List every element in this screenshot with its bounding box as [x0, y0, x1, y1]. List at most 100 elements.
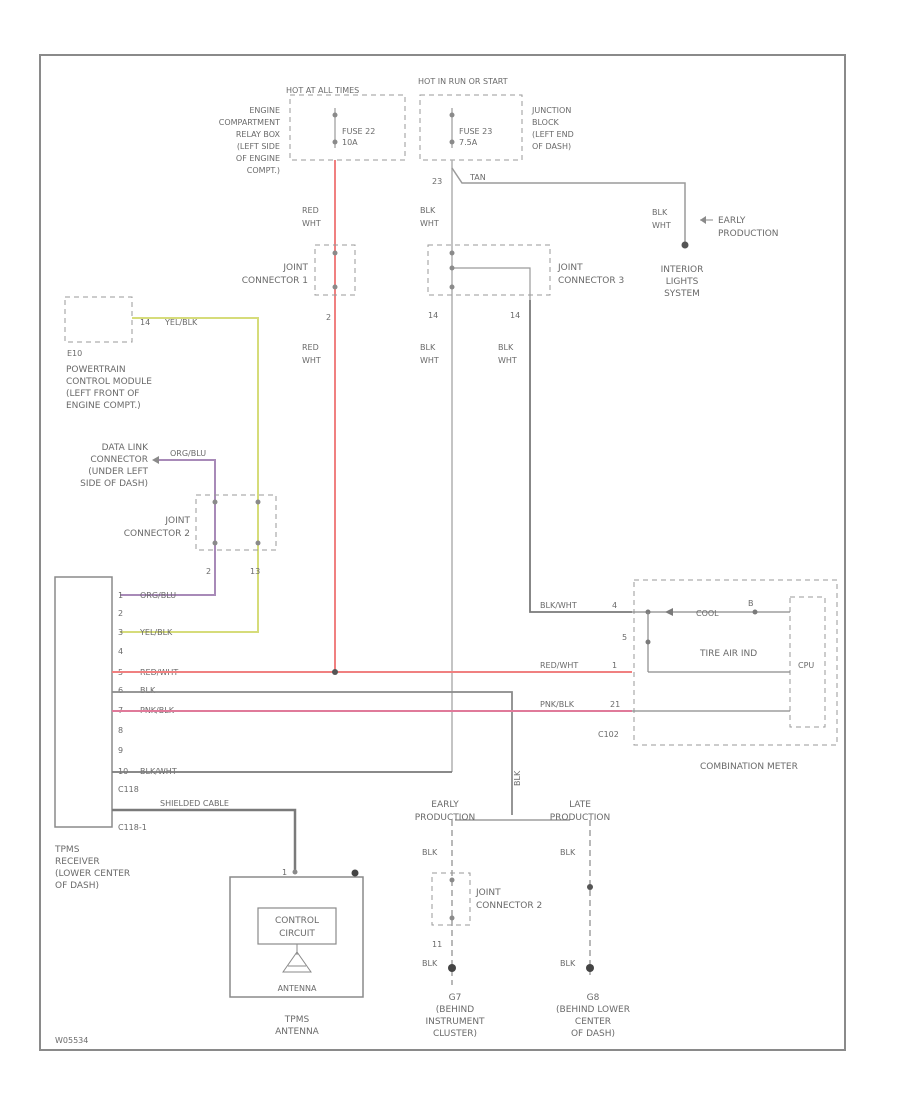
svg-text:OF DASH): OF DASH) — [532, 142, 571, 151]
ground-g8-label: G8 (BEHIND LOWER CENTER OF DASH) — [556, 993, 630, 1039]
jc3-node-top — [449, 250, 455, 256]
pin-23-label: 23 — [432, 177, 442, 186]
joint-connector-1-outline — [314, 244, 356, 296]
svg-text:RELAY BOX: RELAY BOX — [236, 130, 281, 139]
blk-wht-label-1: BLK WHT — [420, 206, 439, 228]
blk-ground-wire — [112, 691, 513, 815]
interior-lights-node — [681, 241, 689, 249]
tpms-pin-1: 1 — [118, 591, 123, 600]
jc2-node-b — [212, 540, 218, 546]
meter-diode-icon — [665, 608, 673, 616]
tan-wire-label: TAN — [469, 173, 486, 182]
svg-text:OF DASH): OF DASH) — [55, 881, 99, 891]
svg-text:RED: RED — [302, 343, 319, 352]
svg-text:BLK: BLK — [420, 206, 436, 215]
svg-text:DATA LINK: DATA LINK — [102, 443, 149, 453]
svg-text:(LEFT END: (LEFT END — [532, 130, 574, 139]
hot-in-run-label: HOT IN RUN OR START — [418, 77, 508, 86]
jc2b-node-top — [449, 877, 455, 883]
meter-mid-wire-label: RED/WHT — [540, 661, 578, 670]
jc3-bus — [452, 267, 531, 300]
svg-text:RED: RED — [302, 206, 319, 215]
pcm-wire-label: YEL/BLK — [164, 318, 198, 327]
svg-text:G8: G8 — [587, 993, 600, 1003]
svg-text:COMPARTMENT: COMPARTMENT — [219, 118, 280, 127]
joint-connector-2-bottom-outline — [431, 872, 471, 926]
tpms-pin-6: 6 — [118, 686, 123, 695]
junction-block-outline — [419, 94, 523, 161]
meter-connector: C102 — [598, 730, 619, 739]
svg-text:G7: G7 — [449, 993, 462, 1003]
tpms-antenna-label: TPMS ANTENNA — [275, 1015, 320, 1037]
svg-text:BLK: BLK — [652, 208, 668, 217]
yel-blk-wire — [120, 317, 259, 633]
hot-at-all-times-label: HOT AT ALL TIMES — [286, 86, 359, 95]
meter-cpu-label: CPU — [798, 661, 814, 670]
interior-lights-system-label: INTERIOR LIGHTS SYSTEM — [661, 265, 704, 299]
red-wht-label-1: RED WHT — [302, 206, 321, 228]
pcm-label: POWERTRAIN CONTROL MODULE (LEFT FRONT OF… — [66, 365, 152, 411]
svg-text:TPMS: TPMS — [284, 1015, 310, 1025]
meter-symbol-b: B — [748, 599, 754, 608]
svg-text:(LEFT SIDE: (LEFT SIDE — [237, 142, 280, 151]
blk-wht-label-3: BLK WHT — [498, 343, 517, 365]
tpms-receiver-box — [54, 576, 113, 828]
jc2b-pin: 11 — [432, 940, 442, 949]
tan-branch-wire — [451, 167, 686, 245]
svg-text:WHT: WHT — [420, 219, 439, 228]
joint-connector-3-outline — [427, 244, 551, 296]
meter-left-pin: 5 — [622, 633, 627, 642]
tpms-conn-a: C118 — [118, 785, 139, 794]
jc3-pin-b: 14 — [510, 311, 520, 320]
jc2-node-c — [255, 499, 261, 505]
svg-text:(LEFT FRONT OF: (LEFT FRONT OF — [66, 389, 139, 399]
svg-text:CLUSTER): CLUSTER) — [433, 1029, 477, 1039]
svg-text:(UNDER LEFT: (UNDER LEFT — [88, 467, 148, 477]
svg-text:CONTROL MODULE: CONTROL MODULE — [66, 377, 152, 387]
diagram-code: W05534 — [55, 1036, 88, 1045]
svg-text:CONNECTOR: CONNECTOR — [90, 455, 148, 465]
fuse-22-node-top — [332, 112, 338, 118]
shielded-cable — [112, 808, 297, 870]
tpms-pin-labels: 1 2 3 4 5 6 7 8 9 10 — [118, 591, 128, 776]
jc2-pin-a: 2 — [206, 567, 211, 576]
late-ground-node — [587, 884, 593, 890]
ground-blk-c: BLK — [422, 959, 438, 968]
shielded-cable-label: SHIELDED CABLE — [160, 799, 229, 808]
svg-text:ENGINE: ENGINE — [249, 106, 280, 115]
blk-vertical-label: BLK — [513, 770, 522, 786]
tire-air-indicator-label: TIRE AIR IND — [699, 649, 757, 659]
svg-text:BLK: BLK — [498, 343, 514, 352]
svg-text:SIDE OF DASH): SIDE OF DASH) — [80, 479, 148, 489]
svg-text:TPMS: TPMS — [54, 845, 80, 855]
ground-g7-icon — [448, 964, 456, 972]
meter-node-b — [752, 609, 758, 615]
svg-text:OF DASH): OF DASH) — [571, 1029, 615, 1039]
svg-text:JOINT: JOINT — [557, 263, 583, 273]
combination-meter-outline — [633, 579, 838, 746]
ground-g7-label: G7 (BEHIND INSTRUMENT CLUSTER) — [425, 993, 485, 1039]
engine-relay-box-outline — [289, 94, 406, 161]
blk-wht-meter-wire — [529, 300, 632, 613]
tpms-pin-9: 9 — [118, 746, 123, 755]
svg-text:CONNECTOR 1: CONNECTOR 1 — [242, 276, 308, 286]
antenna-pin: 1 — [282, 868, 287, 877]
ground-blk-d: BLK — [560, 959, 576, 968]
blk-wht-label-2: BLK WHT — [420, 343, 439, 365]
svg-text:CONTROL: CONTROL — [275, 916, 319, 926]
control-circuit-label: CONTROL CIRCUIT — [275, 916, 319, 939]
jc3-node-bottom — [449, 284, 455, 290]
blk-wht-label-4: BLK WHT — [652, 208, 671, 230]
svg-text:YEL/BLK: YEL/BLK — [139, 628, 173, 637]
svg-text:CENTER: CENTER — [575, 1017, 611, 1027]
meter-node-c — [645, 639, 651, 645]
svg-text:ANTENNA: ANTENNA — [275, 1027, 320, 1037]
svg-text:CONNECTOR 2: CONNECTOR 2 — [124, 529, 190, 539]
tpms-pin-8: 8 — [118, 726, 123, 735]
antenna-pin-node — [292, 869, 298, 875]
meter-top-wire-label: BLK/WHT — [540, 601, 577, 610]
svg-text:OF ENGINE: OF ENGINE — [236, 154, 280, 163]
tpms-pin-4: 4 — [118, 647, 123, 656]
pcm-outline — [64, 296, 133, 343]
